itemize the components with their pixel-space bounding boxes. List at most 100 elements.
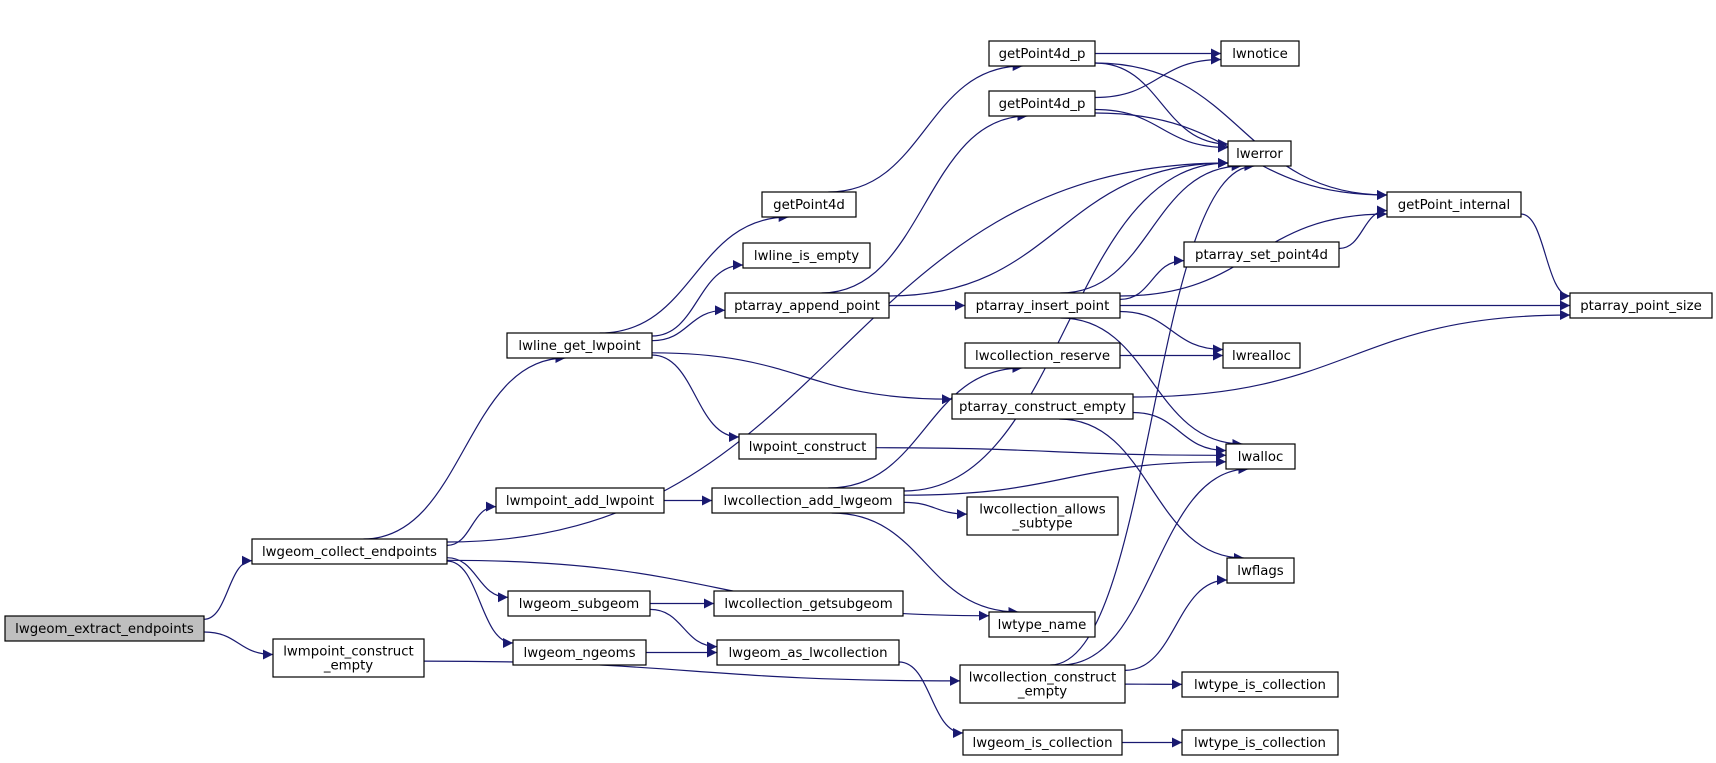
node-iscol[interactable]: lwgeom_is_collection (962, 729, 1123, 756)
node-label: lwgeom_extract_endpoints (15, 622, 194, 637)
edge-ptcons-to-lwalloc (875, 447, 1227, 461)
node-getp4d[interactable]: getPoint4d (761, 191, 857, 218)
node-label: lwerror (1236, 147, 1283, 162)
edge-p4dp2-to-lwerror (1094, 108, 1229, 153)
node-box (988, 40, 1096, 67)
node-label: getPoint_internal (1398, 198, 1511, 213)
edge-lwline_get-to-getp4d (599, 212, 789, 334)
node-label: getPoint4d_p (999, 47, 1086, 62)
edge-p4dp1-to-lwerror (1094, 62, 1229, 149)
node-box (1181, 671, 1339, 698)
node-label: lwcollection_reserve (975, 349, 1110, 364)
edge-pce-to-lwflags (1059, 418, 1244, 563)
edge-line (1060, 317, 1243, 449)
node-p4dp2[interactable]: getPoint4d_p (988, 90, 1096, 117)
node-isempty[interactable]: lwline_is_empty (742, 242, 871, 269)
node-box (251, 538, 448, 565)
node-getpint[interactable]: getPoint_internal (1386, 191, 1522, 218)
node-label: lwcollection_construct (969, 671, 1116, 686)
node-label: lwrealloc (1232, 349, 1291, 364)
node-label: lwcollection_allows (979, 503, 1106, 518)
node-ngeoms[interactable]: lwgeom_ngeoms (512, 639, 647, 666)
node-label: lwgeom_collect_endpoints (262, 545, 437, 560)
node-box (713, 590, 904, 617)
node-label: lwalloc (1238, 450, 1284, 465)
edge-getp4d-to-p4dp1 (828, 61, 1023, 193)
edge-lwline_get-to-pce (651, 352, 953, 405)
edge-line (903, 158, 1229, 492)
node-box (964, 342, 1121, 369)
node-append[interactable]: ptarray_append_point (724, 292, 890, 319)
node-insert[interactable]: ptarray_insert_point (964, 292, 1121, 319)
node-typename[interactable]: lwtype_name (988, 611, 1096, 638)
node-ptcons[interactable]: lwpoint_construct (738, 433, 877, 460)
node-label: ptarray_set_point4d (1195, 248, 1328, 263)
node-collect[interactable]: lwgeom_collect_endpoints (251, 538, 448, 565)
node-mpce[interactable]: lwmpoint_construct_empty (272, 638, 425, 678)
node-getsub[interactable]: lwcollection_getsubgeom (713, 590, 904, 617)
node-label: lwcollection_getsubgeom (724, 597, 892, 612)
node-lwflags[interactable]: lwflags (1226, 557, 1295, 584)
node-label: getPoint4d_p (999, 97, 1086, 112)
node-lwline_get[interactable]: lwline_get_lwpoint (506, 332, 653, 359)
edge-insert-to-lwrealloc (1119, 310, 1224, 355)
node-allows[interactable]: lwcollection_allows_subtype (966, 496, 1119, 536)
node-label: lwtype_is_collection (1194, 678, 1326, 693)
node-reserve[interactable]: lwcollection_reserve (964, 342, 1121, 369)
edge-line (831, 512, 1019, 617)
node-label: _empty (323, 659, 373, 674)
edge-collect-to-subgeom (446, 557, 509, 603)
edge-ascol-to-iscol (898, 661, 964, 738)
edge-line (446, 557, 509, 603)
node-lwerror[interactable]: lwerror (1227, 140, 1292, 167)
edge-line (651, 354, 740, 442)
node-ascol[interactable]: lwgeom_as_lwcollection (716, 639, 900, 666)
edge-line (1060, 464, 1249, 666)
node-label: lwgeom_is_collection (973, 736, 1113, 751)
edge-coladd-to-reserve (828, 363, 1023, 489)
node-label: lwgeom_subgeom (519, 597, 639, 612)
node-lwrealloc[interactable]: lwrealloc (1222, 342, 1301, 369)
edge-append-to-lwerror (888, 158, 1229, 297)
node-p4dp1[interactable]: getPoint4d_p (988, 40, 1096, 67)
edge-append-to-p4dp2 (821, 111, 1028, 294)
node-label: lwgeom_as_lwcollection (728, 646, 887, 661)
node-label: _empty (1017, 685, 1067, 700)
node-coladd[interactable]: lwcollection_add_lwgeom (711, 487, 905, 514)
edge-line (1119, 255, 1185, 300)
node-setp4d[interactable]: ptarray_set_point4d (1183, 241, 1340, 268)
node-pce[interactable]: ptarray_construct_empty (951, 393, 1134, 420)
edge-line (1520, 213, 1571, 301)
edge-line (363, 353, 566, 540)
edge-colce-to-lwalloc (1060, 464, 1249, 666)
edge-line (1132, 310, 1571, 398)
edge-insert-to-lwerror (1060, 161, 1242, 294)
edge-coladd-to-lwerror (903, 158, 1229, 492)
node-subgeom[interactable]: lwgeom_subgeom (507, 590, 651, 617)
node-mpadd[interactable]: lwmpoint_add_lwpoint (495, 487, 665, 514)
node-lwnotice[interactable]: lwnotice (1220, 40, 1300, 67)
node-box (724, 292, 890, 319)
node-box (962, 729, 1123, 756)
edge-line (888, 158, 1229, 297)
node-box (272, 638, 425, 678)
node-label: lwmpoint_construct (283, 645, 414, 660)
edge-collect-to-mpadd (446, 501, 497, 546)
node-typecol1[interactable]: lwtype_is_collection (1181, 671, 1339, 698)
node-box (1220, 40, 1300, 67)
node-colce[interactable]: lwcollection_construct_empty (959, 664, 1126, 704)
edge-line (1132, 411, 1227, 456)
node-box (742, 242, 871, 269)
node-lwalloc[interactable]: lwalloc (1225, 443, 1296, 470)
node-label: lwline_is_empty (754, 249, 859, 264)
node-label: lwmpoint_add_lwpoint (506, 494, 654, 509)
edge-line (651, 305, 726, 342)
node-typecol2[interactable]: lwtype_is_collection (1181, 729, 1339, 756)
node-box (951, 393, 1134, 420)
node-label: lwnotice (1232, 47, 1288, 62)
edge-line (898, 661, 964, 738)
node-ptsize[interactable]: ptarray_point_size (1569, 292, 1713, 319)
node-box (4, 615, 205, 642)
edge-line (1119, 310, 1224, 355)
edge-insert-to-setp4d (1119, 255, 1185, 300)
